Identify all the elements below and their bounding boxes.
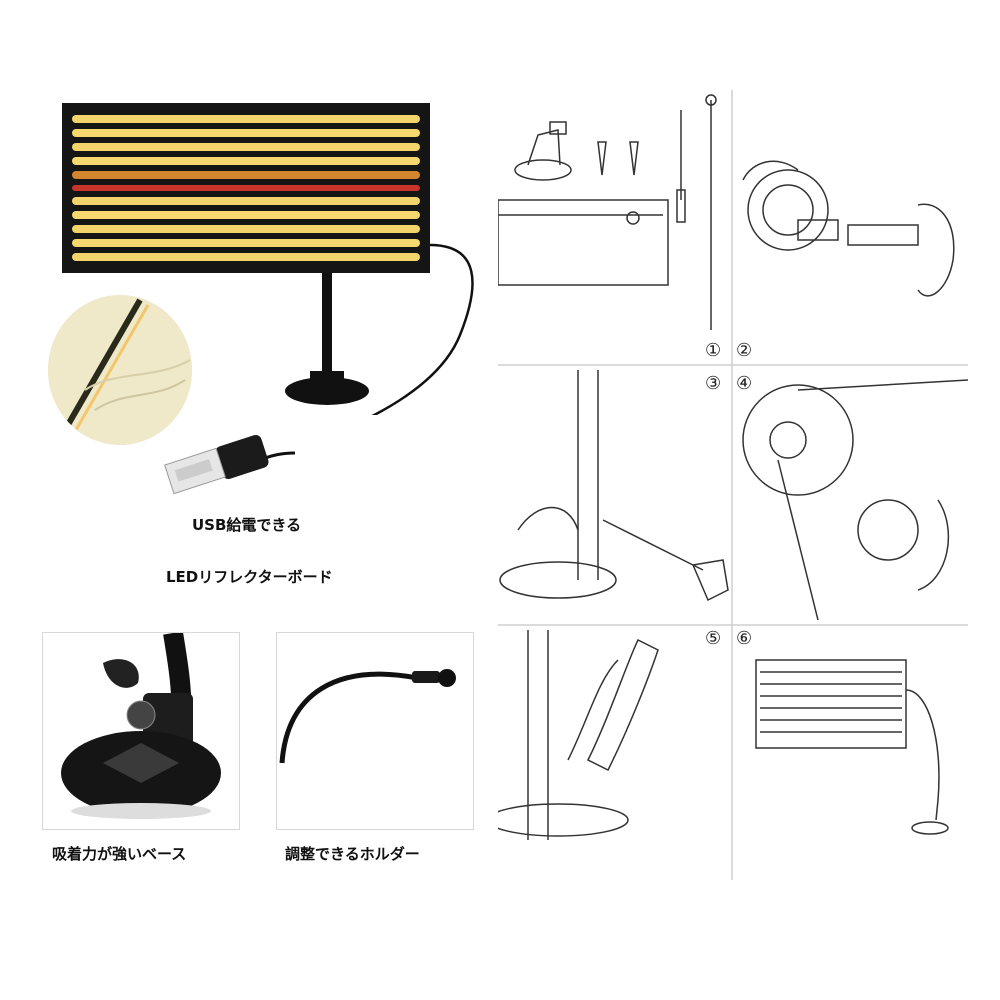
caption-led-board: LEDリフレクターボード [166, 568, 333, 586]
suction-base-box [42, 632, 240, 830]
suction-base-image [61, 633, 221, 819]
step-6-assembled-illustration [755, 659, 949, 835]
caption-usb: USB給電できる [192, 516, 302, 534]
step-5-adjust-illustration [498, 630, 659, 840]
step-label-1: ① [705, 340, 722, 361]
step-label-5: ⑤ [705, 628, 722, 649]
step-label-4: ④ [736, 373, 753, 394]
led-board-product-image [62, 103, 474, 415]
instruction-grid [498, 90, 968, 880]
step-label-2: ② [736, 340, 753, 361]
step-label-6: ⑥ [736, 628, 753, 649]
step-4-knob-illustration [742, 379, 968, 621]
step-1-parts-illustration [498, 94, 717, 330]
step-3-screw-illustration [499, 370, 729, 602]
caption-holder: 調整できるホルダー [285, 845, 420, 863]
step-label-3: ③ [705, 373, 722, 394]
caption-suction-base: 吸着力が強いベース [52, 845, 187, 863]
step-2-attach-illustration [742, 160, 955, 297]
dent-reflection-closeup-image [48, 295, 192, 445]
led-strips [72, 115, 420, 261]
usb-plug-image [164, 434, 296, 495]
holder-box [276, 632, 474, 830]
gooseneck-holder-image [279, 669, 456, 764]
